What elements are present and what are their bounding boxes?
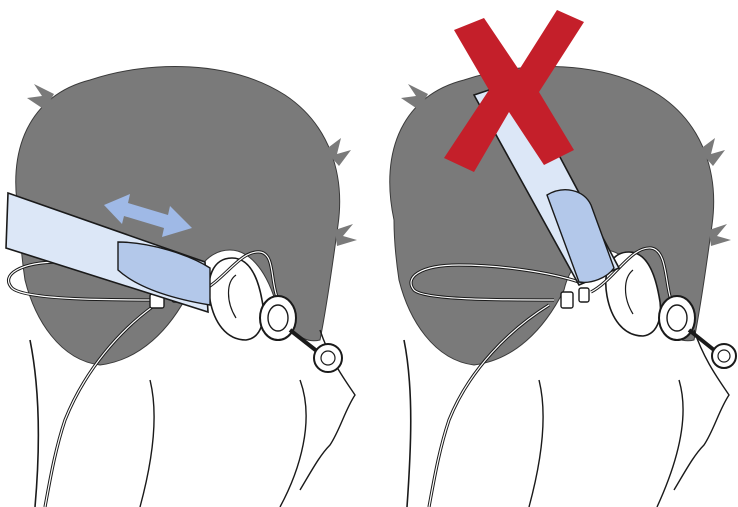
correct-fit-panel	[0, 0, 369, 507]
incorrect-fit-drawing	[369, 0, 738, 507]
incorrect-fit-panel	[369, 0, 738, 507]
correct-fit-drawing	[0, 0, 369, 507]
